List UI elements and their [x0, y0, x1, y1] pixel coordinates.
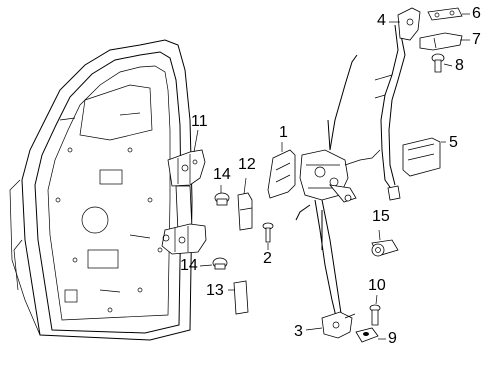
callout-6: 6 [472, 5, 481, 22]
bolt-8 [431, 53, 445, 73]
outside-handle-bracket [397, 7, 421, 41]
door-inner-panel [9, 39, 193, 341]
callout-14-lower: 14 [180, 257, 198, 274]
callout-3: 3 [294, 323, 303, 340]
callout-1: 1 [279, 124, 288, 141]
callout-8: 8 [455, 57, 464, 74]
striker-9 [355, 327, 379, 343]
screw-2 [262, 222, 274, 243]
control-rods [295, 54, 358, 326]
callout-15: 15 [372, 208, 390, 225]
callout-12: 12 [238, 156, 256, 173]
callout-2: 2 [263, 250, 272, 267]
callout-13: 13 [206, 282, 224, 299]
door-latch-assembly [299, 149, 381, 203]
lower-hinge [161, 223, 207, 255]
callout-14-upper: 14 [213, 166, 231, 183]
upper-hinge [167, 149, 206, 233]
handle-reinforcement-6 [427, 7, 463, 21]
door-bumper-lower [212, 257, 228, 270]
callout-5: 5 [449, 134, 458, 151]
hinge-shim-13 [233, 280, 249, 315]
callout-11: 11 [191, 113, 208, 130]
lock-cylinder [371, 239, 399, 257]
hinge-shim-12 [237, 192, 253, 231]
leader-lines [193, 13, 470, 340]
callout-4: 4 [377, 12, 386, 29]
bolt-10 [369, 304, 381, 326]
callout-9: 9 [388, 330, 397, 347]
callout-10: 10 [368, 277, 386, 294]
callout-7: 7 [472, 31, 481, 48]
door-bumper-upper [214, 192, 230, 206]
control-module [402, 137, 441, 177]
latch-cover-plate [267, 149, 296, 199]
wire-harness [374, 24, 406, 201]
handle-bracket-7 [419, 32, 463, 51]
lower-latch [321, 311, 356, 339]
